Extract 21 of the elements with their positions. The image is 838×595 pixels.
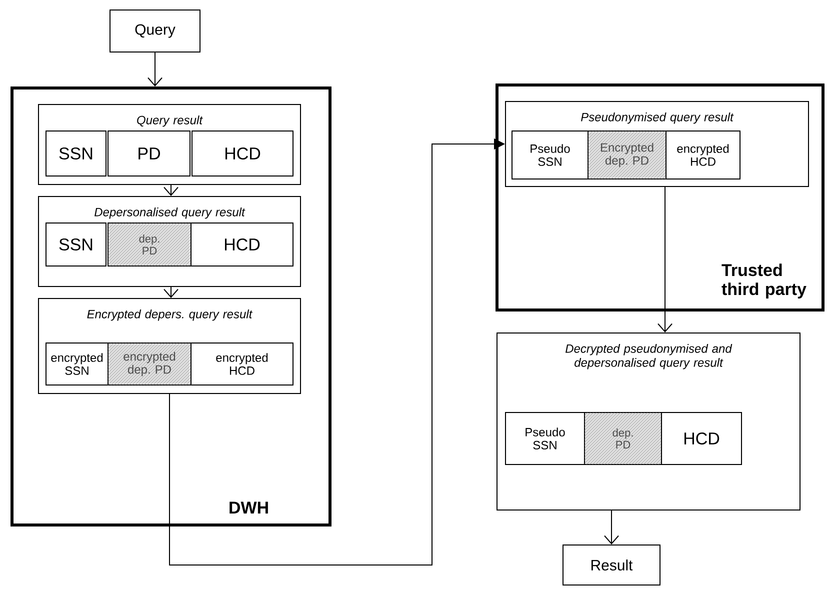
field-cell: encrypted HCD [666,130,740,180]
field-cell: HCD [661,412,742,465]
field-cell: HCD [190,222,294,266]
hatched-field-cell [588,130,666,180]
hatched-field-cell: dep. PD [612,428,633,448]
hatched-field-cell: encrypted dep. PD [124,352,176,376]
hatched-field-cell [108,342,192,386]
field-cell: HCD [192,130,294,176]
field-cell: SSN [46,130,106,176]
arrow [148,52,162,86]
process-box: Query [110,10,200,52]
hatched-field-cell: Encrypted dep. PD [600,142,654,168]
field-cell: PD [108,130,190,176]
arrow [658,186,672,332]
field-cell: encrypted HCD [190,342,294,386]
field-cell: SSN [46,222,106,266]
hatched-field-cell [108,222,192,266]
hatched-field-cell: dep. PD [139,234,160,254]
process-box: Result [562,544,660,586]
arrow [604,510,619,544]
hatched-field-cell [584,412,662,465]
